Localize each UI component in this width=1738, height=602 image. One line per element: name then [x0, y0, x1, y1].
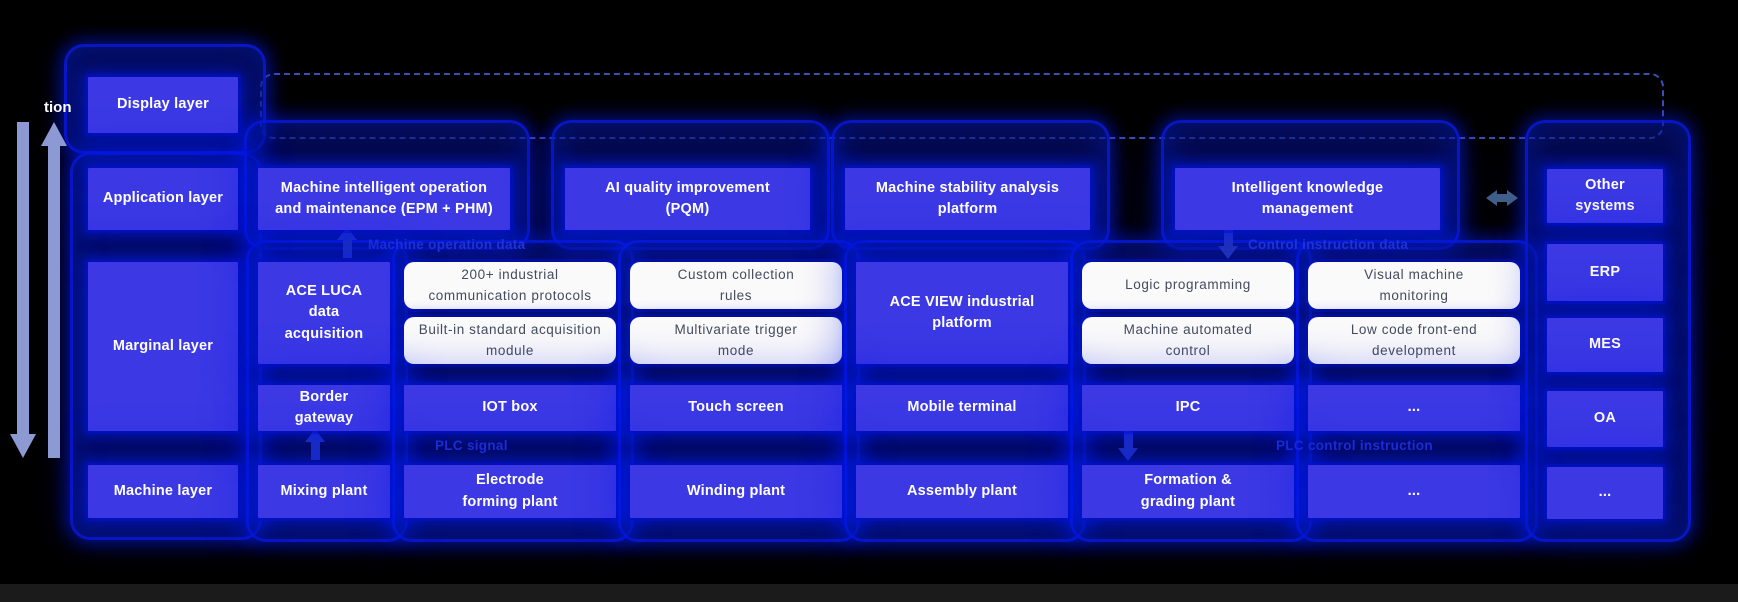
feature-low-code-card: Low code front-end development	[1308, 317, 1520, 364]
oa-box: OA	[1547, 391, 1663, 447]
feature-automated-control-card: Machine automated control	[1082, 317, 1294, 364]
app-knowledge-box: Intelligent knowledge management	[1175, 168, 1440, 230]
bottom-strip	[0, 584, 1738, 602]
app-epm-phm-box: Machine intelligent operation and mainte…	[258, 168, 510, 230]
mixing-plant-box: Mixing plant	[258, 465, 390, 518]
app-pqm-box: AI quality improvement (PQM)	[565, 168, 810, 230]
other-systems-box: Other systems	[1547, 169, 1663, 223]
app-stability-box: Machine stability analysis platform	[845, 168, 1090, 230]
marginal-layer-box: Marginal layer	[88, 262, 238, 431]
iot-box-box: IOT box	[404, 385, 616, 431]
feature-visual-monitoring-card: Visual machine monitoring	[1308, 262, 1520, 309]
ace-view-box: ACE VIEW industrial platform	[856, 262, 1068, 364]
erp-box: ERP	[1547, 244, 1663, 301]
feature-collection-rules-card: Custom collection rules	[630, 262, 842, 309]
feature-trigger-mode-card: Multivariate trigger mode	[630, 317, 842, 364]
formation-grading-plant-box: Formation & grading plant	[1082, 465, 1294, 518]
touch-screen-box: Touch screen	[630, 385, 842, 431]
electrode-forming-plant-box: Electrode forming plant	[404, 465, 616, 518]
ipc-box: IPC	[1082, 385, 1294, 431]
plc-signal-label: PLC signal	[435, 438, 508, 453]
mes-box: MES	[1547, 318, 1663, 372]
feature-protocols-card: 200+ industrial communication protocols	[404, 262, 616, 309]
plc-control-instruction-label: PLC control instruction	[1276, 438, 1433, 453]
border-gateway-box: Border gateway	[258, 385, 390, 431]
winding-plant-box: Winding plant	[630, 465, 842, 518]
application-layer-box: Application layer	[88, 168, 238, 230]
control-instruction-data-label: Control instruction data	[1248, 237, 1409, 252]
machine-layer-box: Machine layer	[88, 465, 238, 518]
machine-operation-data-label: Machine operation data	[368, 237, 526, 252]
device-ellipsis-box: ...	[1308, 385, 1520, 431]
feature-acquisition-module-card: Built-in standard acquisition module	[404, 317, 616, 364]
assembly-plant-box: Assembly plant	[856, 465, 1068, 518]
mobile-terminal-box: Mobile terminal	[856, 385, 1068, 431]
ace-luca-box: ACE LUCA data acquisition	[258, 262, 390, 364]
cutoff-edge-label: tion	[44, 99, 72, 116]
external-ellipsis-box: ...	[1547, 467, 1663, 519]
display-layer-box: Display layer	[88, 77, 238, 133]
feature-logic-programming-card: Logic programming	[1082, 262, 1294, 309]
machine-ellipsis-box: ...	[1308, 465, 1520, 518]
